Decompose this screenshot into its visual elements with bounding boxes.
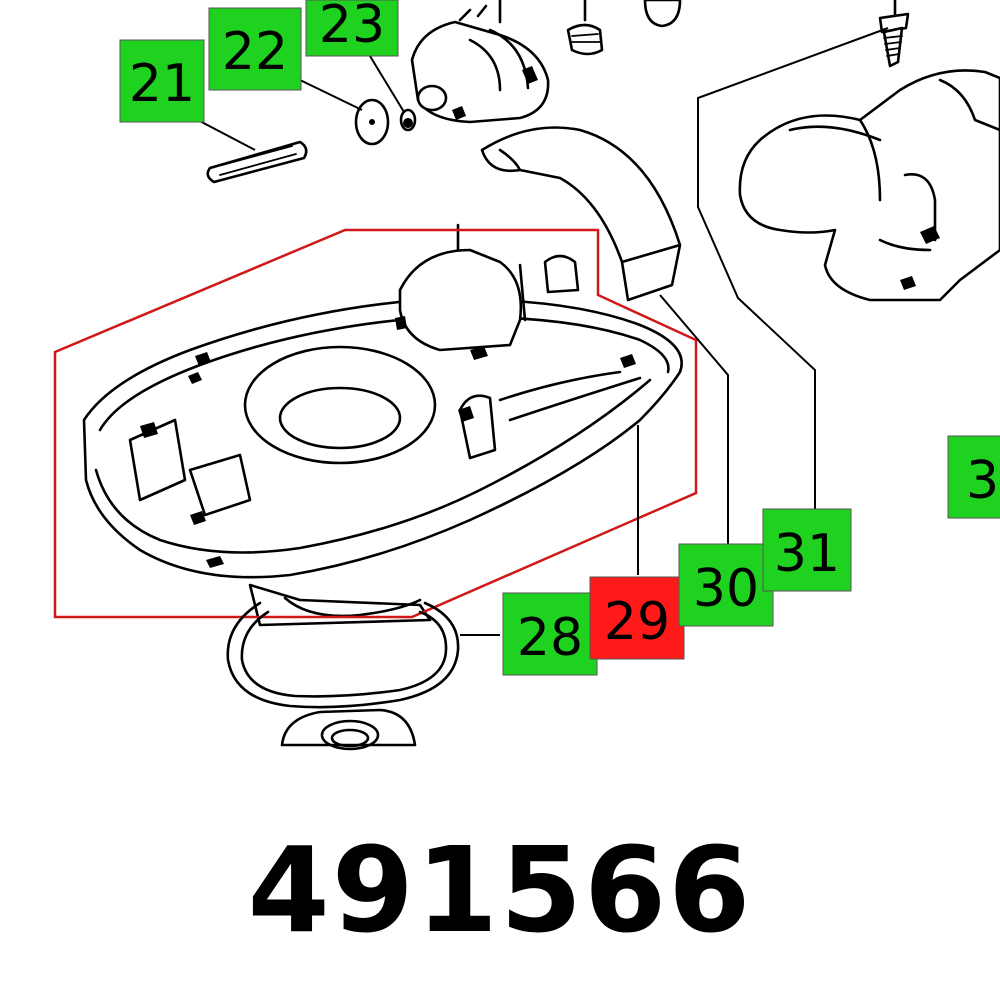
label-28-text: 28 bbox=[517, 608, 583, 668]
label-30-box bbox=[678, 543, 774, 627]
label-31: 31 bbox=[762, 508, 852, 592]
label-22: 22 bbox=[208, 7, 302, 91]
label-21-box bbox=[119, 39, 205, 123]
label-21-text: 21 bbox=[129, 54, 195, 114]
label-30-text: 30 bbox=[693, 559, 759, 619]
label-29: 29 bbox=[589, 576, 685, 660]
label-29-text: 29 bbox=[604, 592, 670, 652]
part-30-cover bbox=[480, 126, 682, 302]
part-21-pin bbox=[206, 140, 308, 184]
label-28-box bbox=[502, 592, 598, 676]
label-21: 21 bbox=[119, 39, 205, 123]
article-number: 491566 bbox=[247, 821, 753, 959]
label-22-text: 22 bbox=[222, 22, 288, 82]
label-23: 23 bbox=[305, 0, 399, 57]
gear-assembly bbox=[410, 0, 550, 124]
label-3-text: 3 bbox=[966, 451, 999, 511]
label-28: 28 bbox=[502, 592, 598, 676]
label-3-partial: 3 bbox=[947, 435, 1000, 519]
top-small-parts bbox=[566, 0, 897, 56]
part-28-oring bbox=[226, 601, 460, 751]
highlight-outline bbox=[53, 228, 698, 619]
part-22-washer bbox=[354, 98, 390, 146]
part-31-assembly bbox=[738, 69, 1000, 302]
label-30: 30 bbox=[678, 543, 774, 627]
label-31-text: 31 bbox=[774, 524, 840, 584]
label-23-box bbox=[305, 0, 399, 57]
label-3-box bbox=[947, 435, 1000, 519]
top-right-screw bbox=[878, 12, 910, 68]
label-23-text: 23 bbox=[319, 0, 385, 55]
leader-lines bbox=[193, 27, 889, 636]
part-23-screw bbox=[399, 108, 417, 132]
part-29-housing bbox=[82, 223, 683, 627]
label-22-box bbox=[208, 7, 302, 91]
label-31-box bbox=[762, 508, 852, 592]
